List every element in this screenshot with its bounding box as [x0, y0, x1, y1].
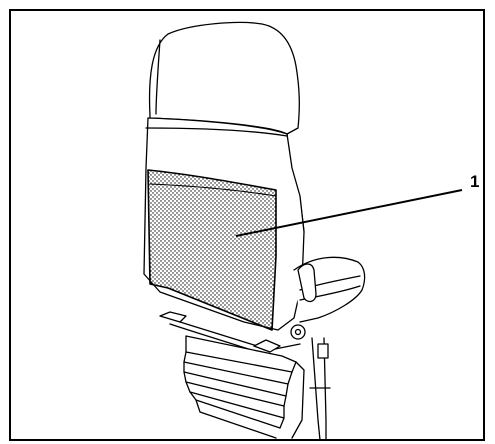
headrest	[148, 21, 300, 135]
seat-drawing	[143, 21, 366, 441]
callout-label-1: 1	[470, 172, 480, 191]
frame-border	[9, 9, 485, 441]
callout-leader-line	[235, 189, 463, 237]
suspension-bellows	[183, 335, 305, 439]
seat-back-storage-pocket	[147, 169, 277, 331]
recline-lever	[297, 263, 317, 303]
